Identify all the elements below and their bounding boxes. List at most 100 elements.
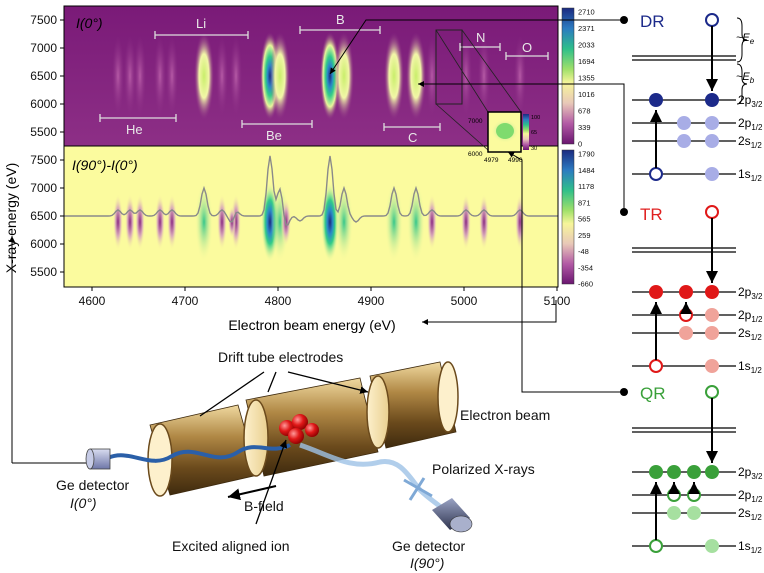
x-axis-label: Electron beam energy (eV) xyxy=(228,317,395,333)
top-peak xyxy=(270,32,290,120)
bottom-colorbar-tick: 871 xyxy=(578,198,591,207)
top-colorbar xyxy=(561,7,575,145)
level-label-l2p32: 2p3/2 xyxy=(738,465,763,481)
b-field-label: B-field xyxy=(244,498,284,514)
bottom-peak xyxy=(217,194,227,250)
tr-label: TR xyxy=(640,205,663,224)
bottom-colorbar-tick: 259 xyxy=(578,231,591,240)
inset-cb-tick-65: 65 xyxy=(531,130,537,136)
x-tick-label: 4900 xyxy=(358,294,385,308)
bottom-peak xyxy=(113,194,123,250)
level-label-l1s12: 1s1/2 xyxy=(738,167,762,183)
level-label-l2p12: 2p1/2 xyxy=(738,488,763,504)
top-peak xyxy=(334,32,354,120)
element-brackets xyxy=(99,26,549,131)
label-n: N xyxy=(476,30,485,45)
level-label-l1s12: 1s1/2 xyxy=(738,359,762,375)
level-label-l2s12: 2s1/2 xyxy=(738,134,762,150)
level-label-l1s12: 1s1/2 xyxy=(738,539,762,555)
top-colorbar-tick: 1694 xyxy=(578,57,595,66)
top-colorbar-tick: 0 xyxy=(578,140,582,149)
bottom-peak xyxy=(125,194,135,250)
ge-detector-90-angle: I(90°) xyxy=(410,555,444,571)
excited-ion-label: Excited aligned ion xyxy=(172,538,290,554)
ge-detector-90-icon xyxy=(432,498,473,533)
bottom-peak xyxy=(135,194,145,250)
top-panel-peaks xyxy=(112,32,526,120)
bottom-peak xyxy=(335,182,353,262)
y-axis-label: X-ray energy (eV) xyxy=(3,163,19,273)
ge-detector-90-label: Ge detector xyxy=(392,538,465,554)
bottom-colorbar-tick: 1790 xyxy=(578,150,595,159)
level-label-l2p32: 2p3/2 xyxy=(738,93,763,109)
drift-tube-label: Drift tube electrodes xyxy=(218,349,343,365)
bottom-colorbar-tick: -660 xyxy=(578,280,593,289)
ee-label: ~Ee xyxy=(736,32,755,46)
top-colorbar-tick: 678 xyxy=(578,107,591,116)
top-colorbar-tick: 2710 xyxy=(578,8,595,17)
label-be: Be xyxy=(266,128,282,143)
top-peak xyxy=(426,36,438,116)
y-tick-label: 6500 xyxy=(30,69,57,83)
level-label-l2p32: 2p3/2 xyxy=(738,285,763,301)
x-tick-label: 5100 xyxy=(544,294,571,308)
bottom-peak xyxy=(479,194,489,250)
top-peak xyxy=(216,36,228,116)
bottom-colorbar-tick: 1484 xyxy=(578,166,595,175)
y-tick-label: 6000 xyxy=(30,237,57,251)
top-colorbar-tick: 2371 xyxy=(578,24,595,33)
top-peak xyxy=(124,36,136,116)
bottom-colorbar-tick: -48 xyxy=(578,247,589,256)
level-label-l2s12: 2s1/2 xyxy=(738,506,762,522)
bottom-panel-label: I(90°)-I(0°) xyxy=(72,157,138,173)
label-o: O xyxy=(522,40,532,55)
y-tick-label: 7000 xyxy=(30,41,57,55)
inset-x-tick-4979: 4979 xyxy=(484,157,499,164)
top-peak xyxy=(384,32,404,120)
label-li: Li xyxy=(196,16,206,31)
x-tick-label: 5000 xyxy=(451,294,478,308)
top-peak xyxy=(194,32,214,120)
bottom-panel xyxy=(63,145,559,288)
y-tick-label: 5500 xyxy=(30,125,57,139)
x-tick-label: 4600 xyxy=(79,294,106,308)
inset-cb-tick-100: 100 xyxy=(531,115,540,121)
top-peak xyxy=(478,36,490,116)
bottom-peak xyxy=(427,194,437,250)
inset-cb-tick-30: 30 xyxy=(531,146,537,152)
x-tick-label: 4800 xyxy=(265,294,292,308)
top-colorbar-tick: 2033 xyxy=(578,41,595,50)
top-peak xyxy=(230,36,242,116)
inset-y-tick-7000: 7000 xyxy=(468,118,483,125)
connector-lines xyxy=(9,19,625,464)
label-c: C xyxy=(408,130,417,145)
y-tick-label: 6000 xyxy=(30,97,57,111)
polarized-xrays-label: Polarized X-rays xyxy=(432,461,535,477)
electron-beam-label: Electron beam xyxy=(460,407,550,423)
ge-detector-0-icon xyxy=(85,448,111,470)
top-peak xyxy=(460,36,472,116)
top-panel xyxy=(63,5,559,147)
bottom-colorbar xyxy=(561,149,575,285)
bottom-peak xyxy=(407,182,425,262)
top-panel-background xyxy=(64,6,558,146)
y-tick-label: 6500 xyxy=(30,209,57,223)
level-label-l2p12: 2p1/2 xyxy=(738,308,763,324)
label-he: He xyxy=(126,122,143,137)
x-tick-label: 4700 xyxy=(172,294,199,308)
zoom-inset: 7000 6000 4979 4990 100 65 30 xyxy=(435,29,540,164)
y-tick-label: 7000 xyxy=(30,181,57,195)
ge-detector-0-angle: I(0°) xyxy=(70,495,97,511)
bottom-panel-trace xyxy=(64,155,558,226)
bottom-colorbar-tick: 565 xyxy=(578,215,591,224)
bottom-peak xyxy=(385,182,403,262)
top-peak xyxy=(154,36,166,116)
top-peak xyxy=(112,36,124,116)
y-tick-label: 5500 xyxy=(30,265,57,279)
qr-label: QR xyxy=(640,384,666,403)
inset-x-tick-4990: 4990 xyxy=(508,157,523,164)
bottom-panel-peaks xyxy=(113,182,525,262)
ge-detector-0-label: Ge detector xyxy=(56,477,129,493)
label-b: B xyxy=(336,12,345,27)
